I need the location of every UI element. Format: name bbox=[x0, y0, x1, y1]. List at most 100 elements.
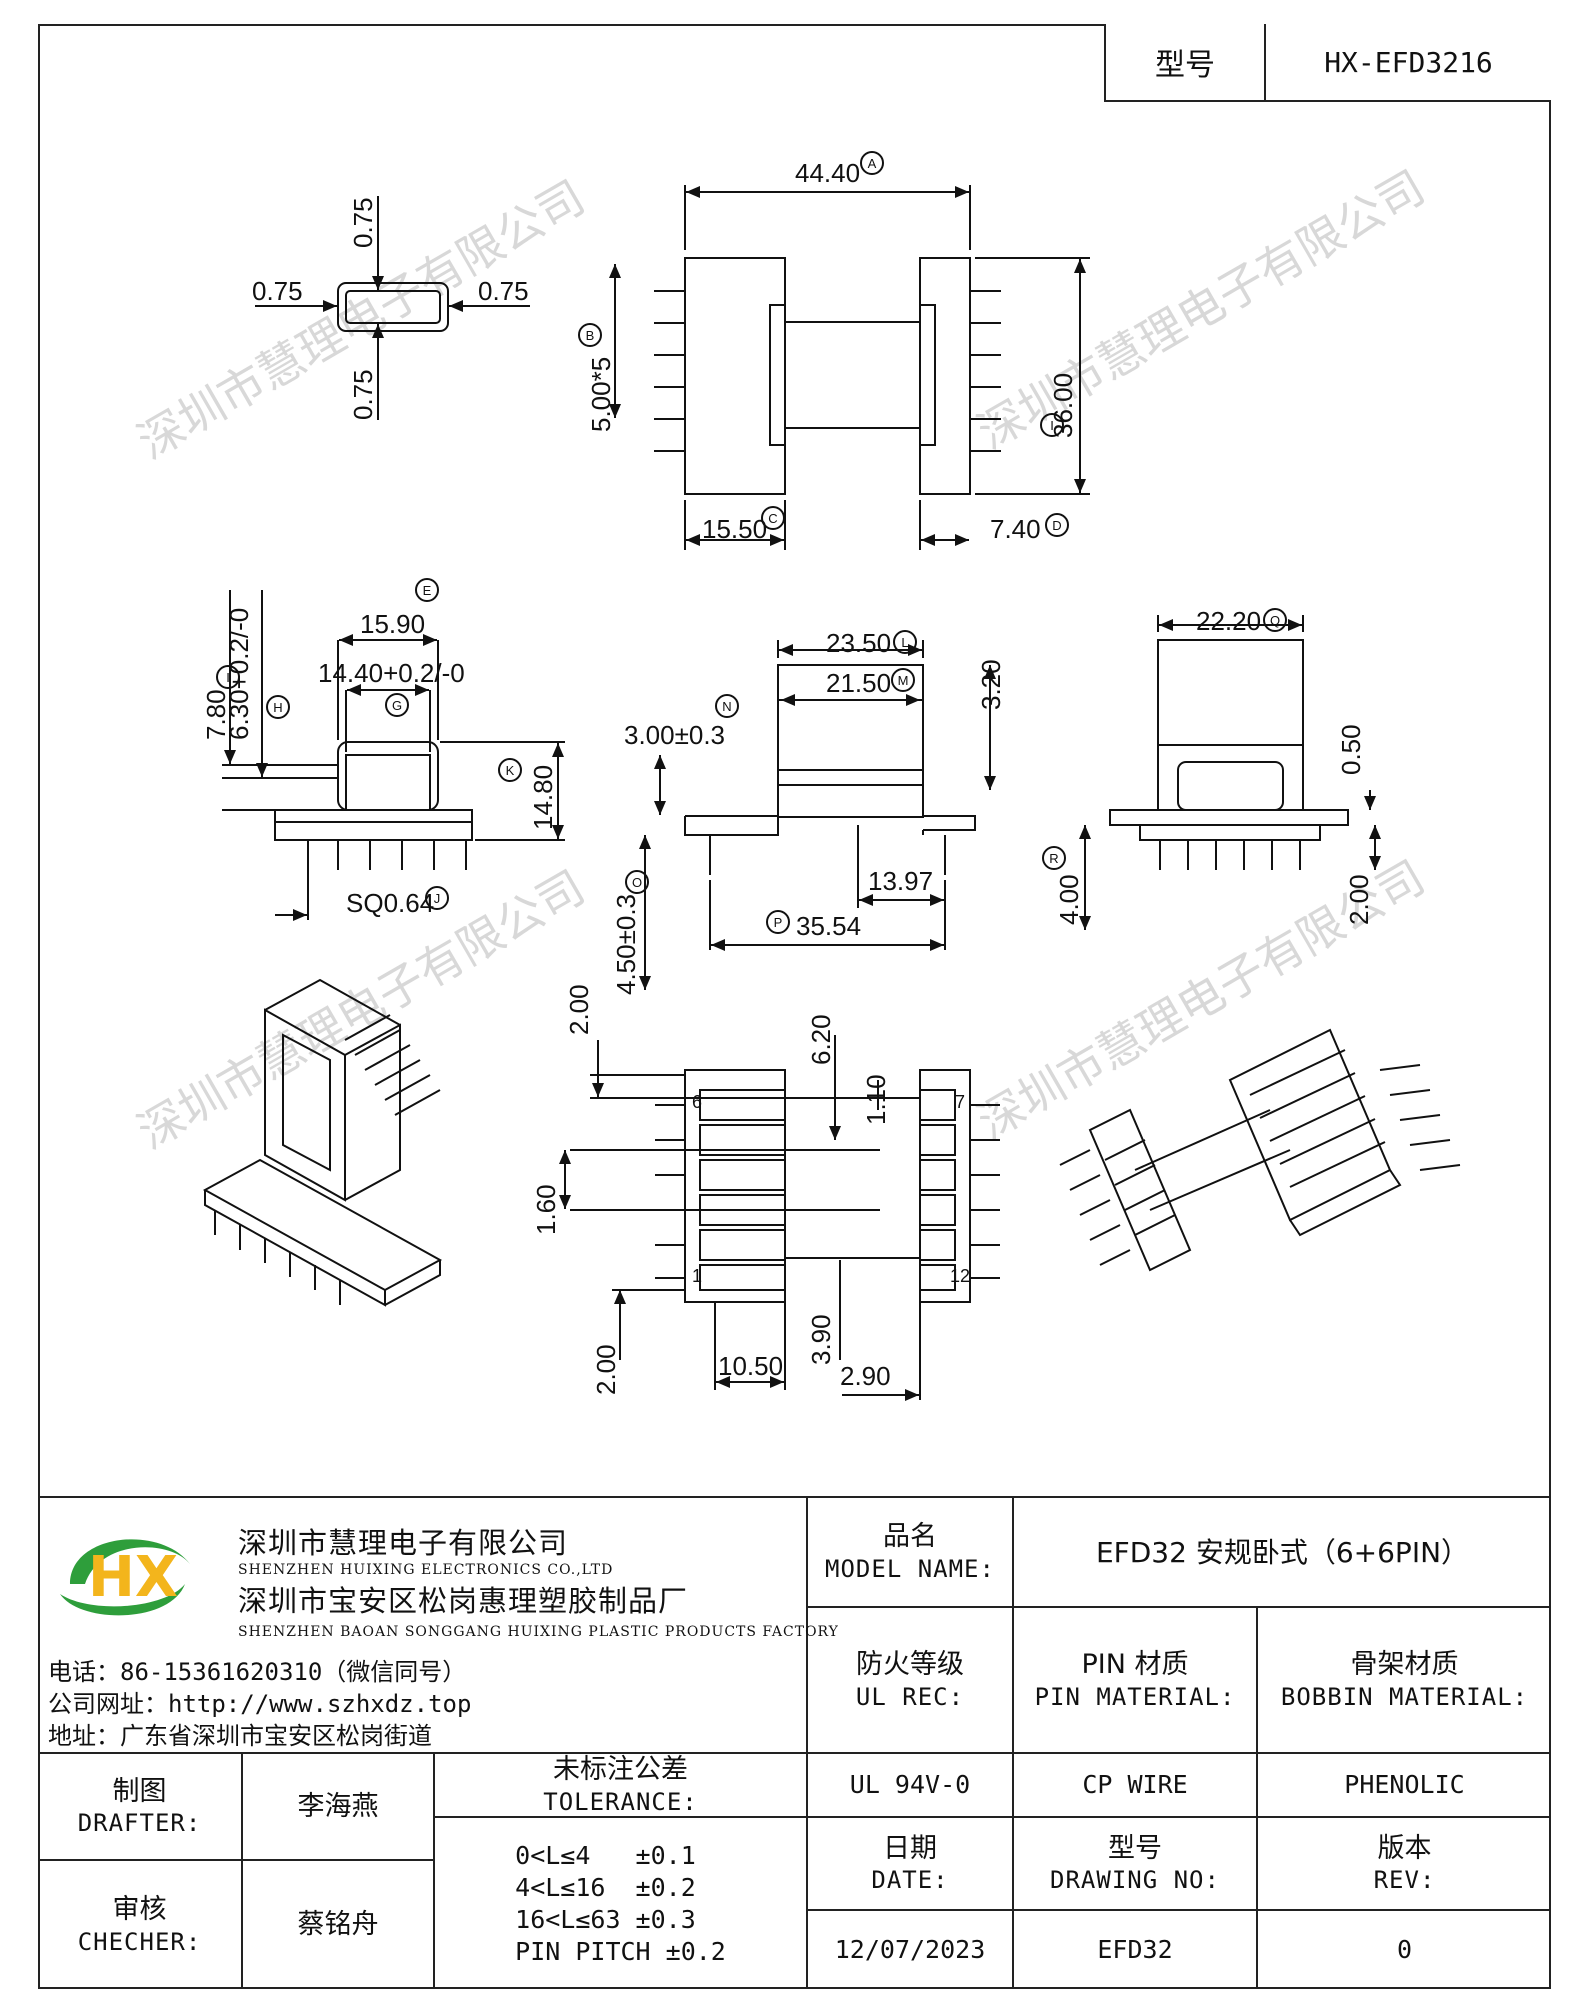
address-text: 地址：广东省深圳市宝安区松岗街道 bbox=[48, 1722, 432, 1750]
drafter-value: 李海燕 bbox=[297, 1790, 379, 1822]
dim-b200t: 2.00 bbox=[564, 984, 594, 1035]
dim-o: 4.50±0.3 bbox=[611, 894, 641, 995]
bobbin-en: BOBBIN MATERIAL: bbox=[1280, 1682, 1529, 1711]
date-en: DATE: bbox=[871, 1866, 949, 1895]
rev-cn: 版本 bbox=[1377, 1832, 1432, 1864]
marker-i2: I bbox=[226, 670, 230, 685]
dim-d: 7.40 bbox=[990, 514, 1041, 544]
tolerance-line: PIN PITCH ±0.2 bbox=[515, 1936, 726, 1966]
dim-b1050: 10.50 bbox=[718, 1351, 783, 1381]
pin-number-7: 7 bbox=[955, 1092, 965, 1112]
marker-c: C bbox=[768, 511, 777, 526]
iso-view-left bbox=[202, 978, 443, 1307]
dimension-marker-letters: A B C D I E G H I K J L M N P O Q R bbox=[226, 156, 1280, 930]
bottom-view-pins bbox=[655, 1104, 1000, 1279]
model-name-cn: 品名 bbox=[883, 1521, 937, 1553]
dim-m: 21.50 bbox=[826, 668, 891, 698]
bobbin-material-value: PHENOLIC bbox=[1344, 1770, 1465, 1800]
pin-material-value: CP WIRE bbox=[1082, 1770, 1188, 1800]
company-logo: HX bbox=[50, 1524, 200, 1619]
model-name-text: EFD32 安规卧式（6+6PIN） bbox=[1095, 1535, 1470, 1569]
bobbin-cn: 骨架材质 bbox=[1350, 1649, 1459, 1681]
front-view bbox=[222, 590, 565, 921]
top-view bbox=[609, 185, 1090, 550]
drawing-frame bbox=[38, 24, 1551, 1989]
tolerance-en: TOLERANCE: bbox=[543, 1787, 698, 1816]
bobbin-material-label: 骨架材质 BOBBIN MATERIAL: bbox=[1258, 1608, 1551, 1752]
dim-h2: 6.30+0.2/-0 bbox=[224, 608, 254, 740]
dim-b200b: 2.00 bbox=[591, 1344, 621, 1395]
dim-p: 35.54 bbox=[796, 911, 861, 941]
tolerance-line: 4<L≤16 ±0.2 bbox=[515, 1872, 696, 1902]
dim-b160: 1.60 bbox=[531, 1184, 561, 1235]
dim-b: 5.00*5 bbox=[586, 357, 616, 432]
contact-info: 电话：86-15361620310（微信同号） 公司网址：http://www.… bbox=[48, 1656, 471, 1752]
fire-rating-label: 防火等级 UL REC: bbox=[808, 1608, 1012, 1752]
dim-g: 14.40+0.2/-0 bbox=[318, 658, 465, 688]
dim-h1: 7.80 bbox=[201, 689, 231, 740]
iso-left-pins bbox=[214, 1014, 441, 1305]
company-name-en: SHENZHEN HUIXING ELECTRONICS CO.,LTD bbox=[238, 1562, 614, 1578]
dim-k: 14.80 bbox=[528, 765, 558, 830]
dim-b390: 3.90 bbox=[806, 1314, 836, 1365]
model-number-box: 型号 HX-EFD3216 bbox=[1104, 24, 1551, 102]
marker-q: Q bbox=[1270, 613, 1280, 628]
date-label: 日期 DATE: bbox=[808, 1818, 1012, 1909]
date-cn: 日期 bbox=[883, 1832, 937, 1864]
wire-cross-section bbox=[255, 196, 530, 420]
checker-label: 审核 CHECHER: bbox=[38, 1861, 241, 1989]
factory-name-cn: 深圳市宝安区松岗惠理塑胶制品厂 bbox=[238, 1584, 689, 1618]
dim-a: 44.40 bbox=[795, 158, 860, 188]
dim-i: 36.00 bbox=[1048, 373, 1078, 438]
dim-b290: 2.90 bbox=[840, 1361, 891, 1391]
fire-rating-value: UL 94V-0 bbox=[849, 1770, 971, 1800]
pin-number-1: 1 bbox=[692, 1266, 702, 1286]
model-name-value: EFD32 安规卧式（6+6PIN） bbox=[1014, 1498, 1551, 1606]
dim-b620: 6.20 bbox=[806, 1014, 836, 1065]
marker-d: D bbox=[1052, 518, 1061, 533]
marker-j: J bbox=[434, 891, 441, 906]
technical-drawing: 深圳市慧理电子有限公司 深圳市慧理电子有限公司 深圳市慧理电子有限公司 深圳市慧… bbox=[129, 151, 1461, 1401]
watermark-text: 深圳市慧理电子有限公司 bbox=[969, 160, 1434, 460]
dim-b110: 1.10 bbox=[861, 1074, 891, 1125]
model-name-en: MODEL NAME: bbox=[825, 1554, 995, 1583]
front-view-pins bbox=[307, 840, 467, 870]
marker-i: I bbox=[1050, 418, 1054, 433]
dim-r: 4.00 bbox=[1054, 874, 1084, 925]
end-view-pins bbox=[1159, 840, 1301, 870]
dim-t2: 0.75 bbox=[348, 369, 378, 420]
model-value: HX-EFD3216 bbox=[1324, 45, 1493, 79]
fire-cn: 防火等级 bbox=[856, 1649, 964, 1681]
revision-value: 0 bbox=[1396, 1935, 1413, 1965]
website-text: 公司网址：http://www.szhxdz.top bbox=[48, 1690, 472, 1718]
rev-en: REV: bbox=[1373, 1866, 1436, 1895]
marker-m: M bbox=[898, 673, 909, 688]
marker-p: P bbox=[774, 915, 783, 930]
bottom-view-slots bbox=[699, 1089, 956, 1291]
marker-l: L bbox=[901, 635, 908, 650]
revision-label: 版本 REV: bbox=[1258, 1818, 1551, 1909]
tolerance-line: 16<L≤63 ±0.3 bbox=[515, 1904, 696, 1934]
dwg-cn: 型号 bbox=[1108, 1832, 1162, 1864]
dim-050: 0.50 bbox=[1336, 724, 1366, 775]
drafter-en: DRAFTER: bbox=[77, 1809, 202, 1838]
tolerance-table: 0<L≤4 ±0.1 4<L≤16 ±0.2 16<L≤63 ±0.3 PIN … bbox=[435, 1818, 806, 1989]
dimension-markers bbox=[216, 151, 1287, 934]
dim-q: 22.20 bbox=[1196, 606, 1261, 636]
marker-k: K bbox=[506, 763, 515, 778]
dim-1397: 13.97 bbox=[868, 866, 933, 896]
drawing-no-value: EFD32 bbox=[1097, 1935, 1173, 1965]
dim-200b: 2.00 bbox=[1344, 874, 1374, 925]
dimension-labels: 44.40 5.00*5 15.50 7.40 36.00 0.75 0.75 … bbox=[201, 158, 1374, 1395]
iso-view-right bbox=[1059, 1028, 1461, 1272]
marker-a: A bbox=[868, 156, 877, 171]
tolerance-line: 0<L≤4 ±0.1 bbox=[515, 1840, 696, 1870]
dim-sq: SQ0.64 bbox=[346, 888, 434, 918]
date-value: 12/07/2023 bbox=[834, 1935, 986, 1965]
tolerance-cn: 未标注公差 bbox=[553, 1754, 688, 1786]
dim-t3: 0.75 bbox=[252, 276, 303, 306]
iso-right-pins bbox=[1059, 1064, 1461, 1266]
phone-text: 电话：86-15361620310（微信同号） bbox=[48, 1658, 467, 1686]
iso-right-fins bbox=[1104, 1049, 1386, 1236]
side-view bbox=[639, 640, 996, 990]
